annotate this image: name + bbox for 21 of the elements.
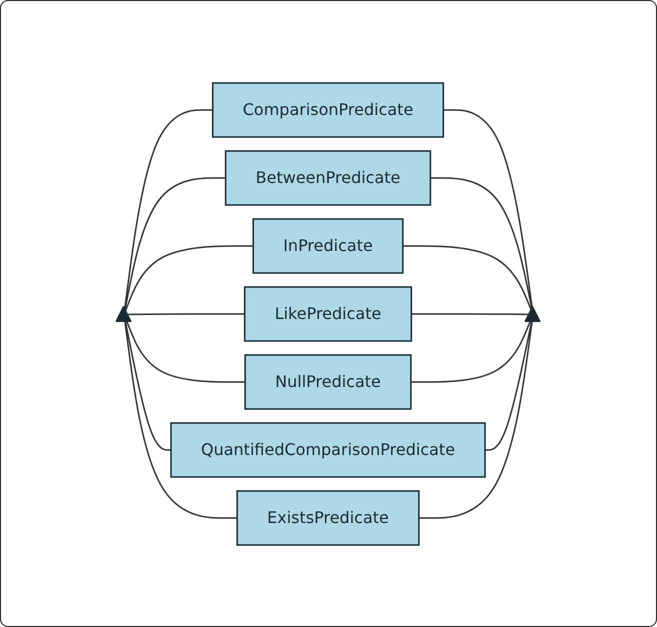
node-box: BetweenPredicate xyxy=(225,150,432,206)
node-box: ExistsPredicate xyxy=(236,490,420,546)
connector xyxy=(412,312,530,315)
connector xyxy=(125,244,254,310)
connector xyxy=(124,108,214,308)
connector xyxy=(444,108,534,308)
node-box: InPredicate xyxy=(252,218,404,274)
connector xyxy=(486,321,533,450)
connector xyxy=(125,321,172,450)
connector xyxy=(411,321,532,382)
node-box: NullPredicate xyxy=(244,354,412,410)
connector xyxy=(126,321,246,382)
node-box: QuantifiedComparisonPredicate xyxy=(170,422,486,478)
connector xyxy=(128,312,246,315)
node-box: ComparisonPredicate xyxy=(212,82,445,138)
connector xyxy=(124,321,238,518)
connector xyxy=(430,176,534,309)
node-box: LikePredicate xyxy=(244,286,413,342)
connector xyxy=(403,244,533,310)
connector xyxy=(124,176,226,309)
connector xyxy=(419,321,534,518)
